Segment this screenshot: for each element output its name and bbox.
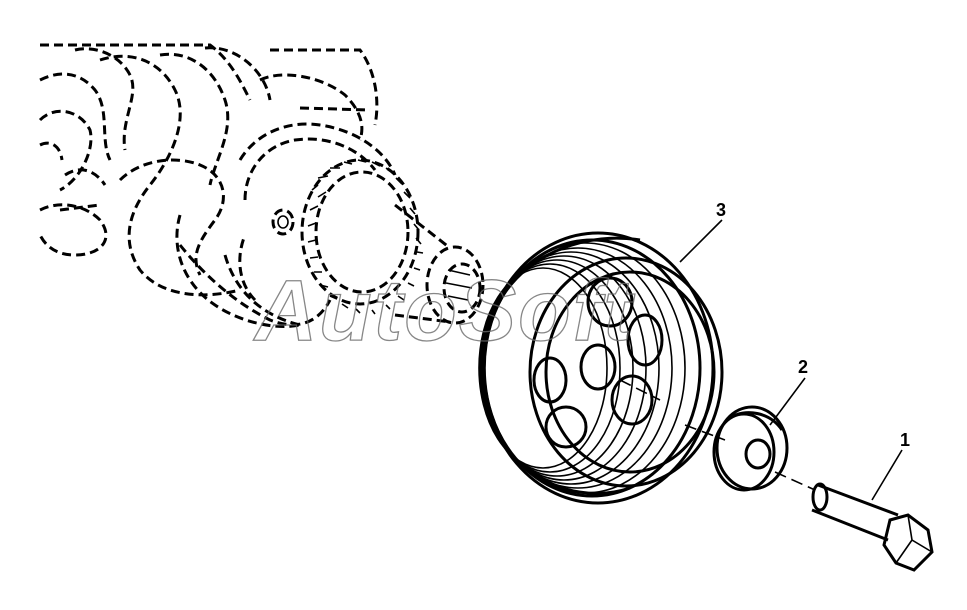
crankshaft	[38, 43, 485, 328]
callout-2: 2	[798, 357, 808, 377]
leader-lines	[679, 219, 903, 501]
pulley-washer	[712, 405, 789, 492]
callout-1: 1	[900, 430, 910, 450]
watermark: AutoSoft	[253, 263, 635, 359]
pulley-bolt	[811, 482, 934, 572]
crankshaft-pulley	[478, 231, 724, 505]
assembly-centerline	[619, 379, 816, 491]
callout-3: 3	[716, 200, 726, 220]
